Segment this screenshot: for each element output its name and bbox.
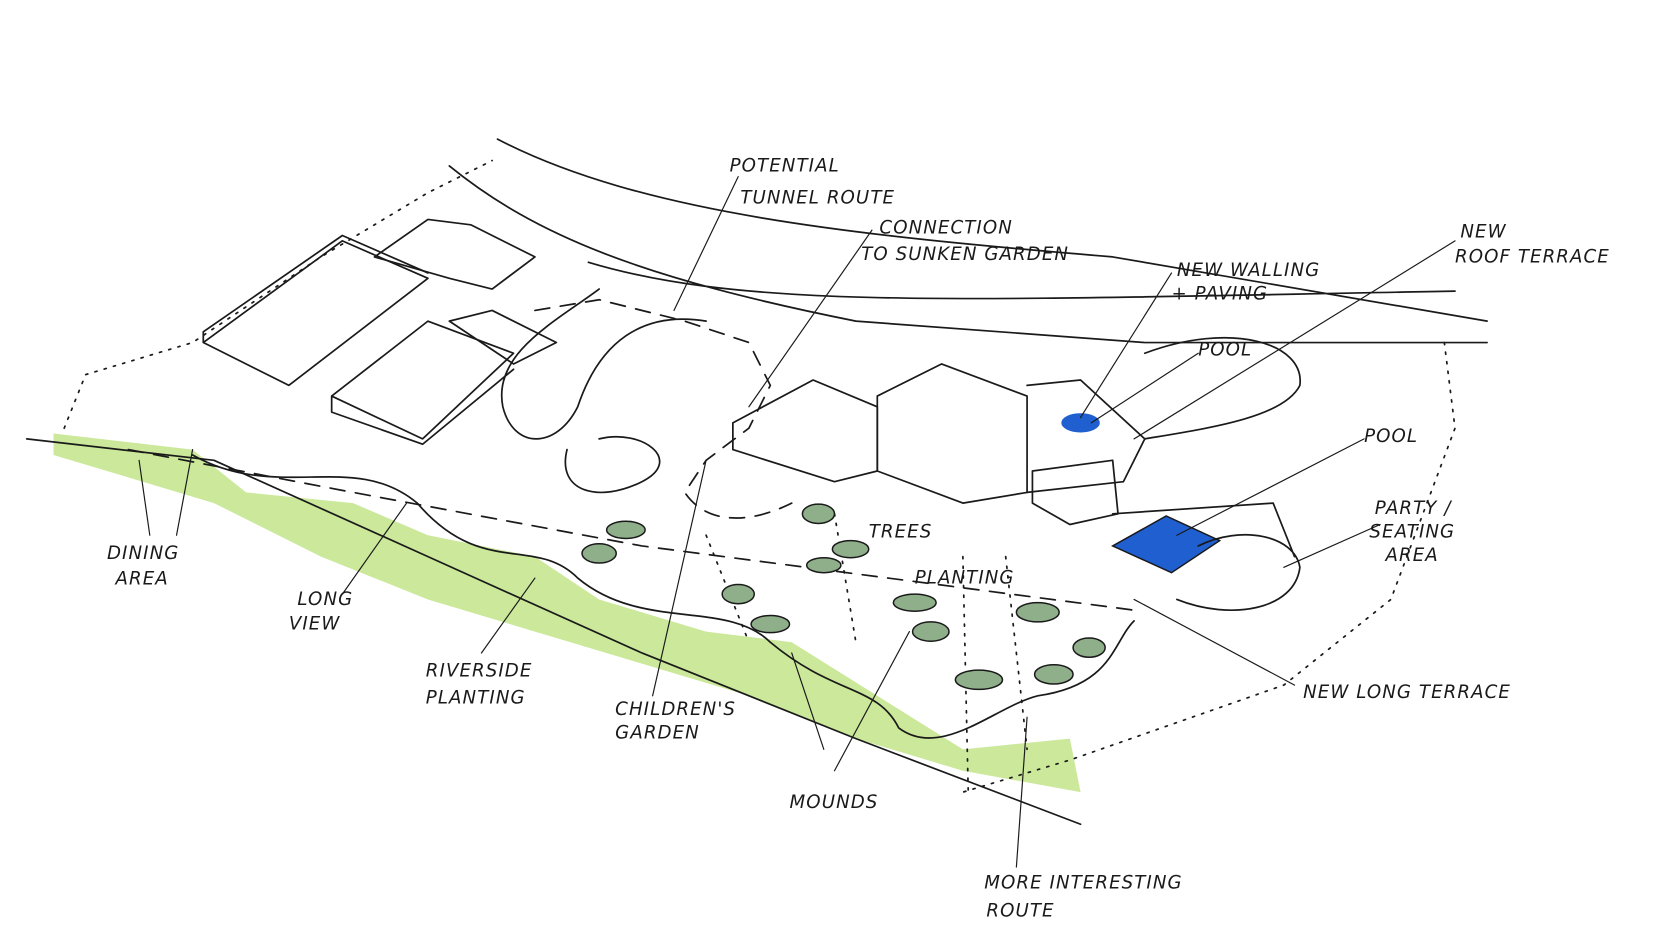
label-riverside: RIVERSIDE [426,661,533,682]
label-new-walling: NEW WALLING [1177,260,1320,281]
lake [1143,336,1301,440]
label-pool-upper: POOL [1198,339,1252,360]
site-boundary [63,159,1456,793]
long-view-route [127,448,1135,612]
river-edge [25,438,1082,826]
label-seating: SEATING [1369,521,1455,542]
roof-pool [1061,413,1100,433]
leader-lines [138,176,1456,868]
label-potential: POTENTIAL [730,155,840,176]
label-dining-area: AREA [115,568,169,589]
label-more-interesting: MORE INTERESTING [984,872,1182,893]
label-pool-lower: POOL [1364,426,1418,447]
label-roof-terrace: ROOF TERRACE [1455,246,1610,267]
label-trees: TREES [869,521,933,542]
label-route: ROUTE [986,900,1054,921]
party-seating-area [1111,502,1301,611]
label-sunken-garden: TO SUNKEN GARDEN [861,244,1069,265]
road [448,138,1488,344]
label-mounds: MOUNDS [790,792,879,813]
label-childrens: CHILDREN'S [615,699,736,720]
riverside-planting-area [53,433,1081,793]
label-paving: + PAVING [1172,284,1269,305]
label-planting-riverside: PLANTING [426,687,526,708]
lawn-loop [500,288,707,494]
label-garden: GARDEN [615,723,700,744]
label-long: LONG [297,589,353,610]
label-planting: PLANTING [915,567,1015,588]
label-new-long-terrace: NEW LONG TERRACE [1303,682,1511,703]
label-view: VIEW [289,613,341,634]
label-new: NEW [1460,222,1506,243]
lower-pool [1111,515,1222,574]
label-connection: CONNECTION [879,217,1012,238]
label-tunnel-route: TUNNEL ROUTE [740,187,895,208]
tunnel-route [534,298,793,519]
main-house [732,363,1146,526]
label-dining: DINING [107,543,179,564]
outbuildings [202,218,558,446]
mounds [581,503,1106,691]
label-area: AREA [1384,545,1438,566]
label-party: PARTY / [1375,498,1453,519]
